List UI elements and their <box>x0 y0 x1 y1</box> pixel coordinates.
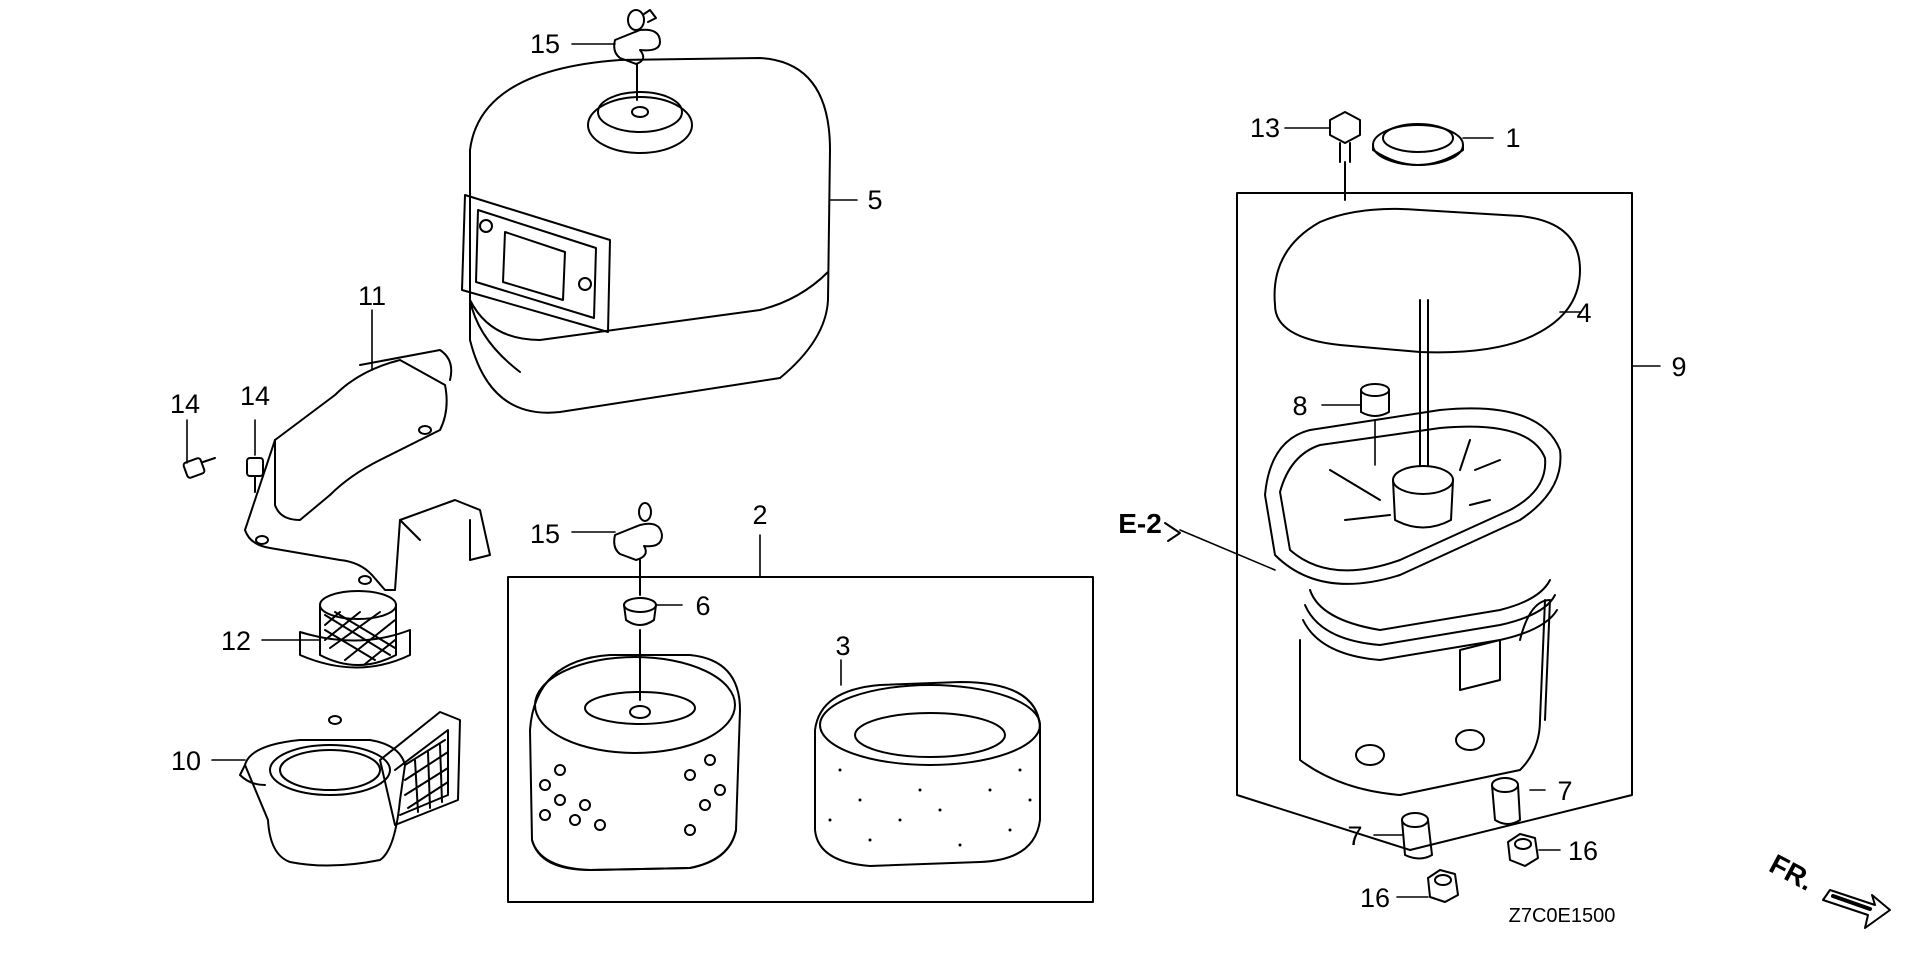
callout-8: 8 <box>1292 391 1307 421</box>
callout-12: 12 <box>221 626 251 656</box>
part-5-cover <box>461 57 831 414</box>
reference-arrow-icon <box>1164 522 1181 542</box>
part-3-foam-filter <box>814 681 1041 867</box>
part-14-screw-a <box>182 457 216 479</box>
callout-7-right: 7 <box>1557 776 1572 806</box>
callout-6: 6 <box>695 591 710 621</box>
part-16-nut-b <box>1507 833 1539 867</box>
part-16-nut-a <box>1427 869 1459 903</box>
callout-15-lower: 15 <box>530 519 560 549</box>
callout-7-left: 7 <box>1347 821 1362 851</box>
callout-5: 5 <box>867 185 882 215</box>
callout-14-left: 14 <box>170 389 200 419</box>
callout-13: 13 <box>1250 113 1280 143</box>
callout-14-right: 14 <box>240 381 270 411</box>
front-arrow-icon <box>1822 889 1891 929</box>
part-9-assembly-frame <box>1236 192 1633 851</box>
callout-15-top: 15 <box>530 29 560 59</box>
part-15-wing-nut-lower <box>613 502 663 596</box>
part-9-air-cleaner-body <box>1264 299 1562 796</box>
part-14-screw-b <box>246 457 264 493</box>
callout-16-left: 16 <box>1360 883 1390 913</box>
part-2-assembly-frame <box>507 576 1094 903</box>
part-6-grommet <box>623 597 657 701</box>
part-15-wing-nut-top <box>613 9 661 101</box>
callout-4: 4 <box>1576 298 1591 328</box>
callout-2: 2 <box>752 500 767 530</box>
part-2-air-filter-element <box>529 654 741 871</box>
callout-1: 1 <box>1505 123 1520 153</box>
part-8-collar <box>1360 383 1390 417</box>
diagram-code: Z7C0E1500 <box>1509 905 1616 927</box>
part-7-tube-a <box>1401 812 1433 860</box>
part-13-bolt <box>1329 111 1361 201</box>
callout-16-right: 16 <box>1568 836 1598 866</box>
reference-label: E-2 <box>1118 508 1162 539</box>
part-12-screen <box>299 590 411 669</box>
part-10-case <box>239 711 461 867</box>
leader-lines <box>186 43 1661 898</box>
part-7-tube-b <box>1491 777 1521 825</box>
callout-3: 3 <box>835 631 850 661</box>
callout-11: 11 <box>358 281 386 311</box>
part-11-duct <box>244 349 491 591</box>
part-1-seal-ring <box>1372 123 1464 166</box>
callout-9: 9 <box>1671 352 1686 382</box>
front-indicator-label: FR. <box>1765 848 1819 897</box>
callout-10: 10 <box>171 746 201 776</box>
